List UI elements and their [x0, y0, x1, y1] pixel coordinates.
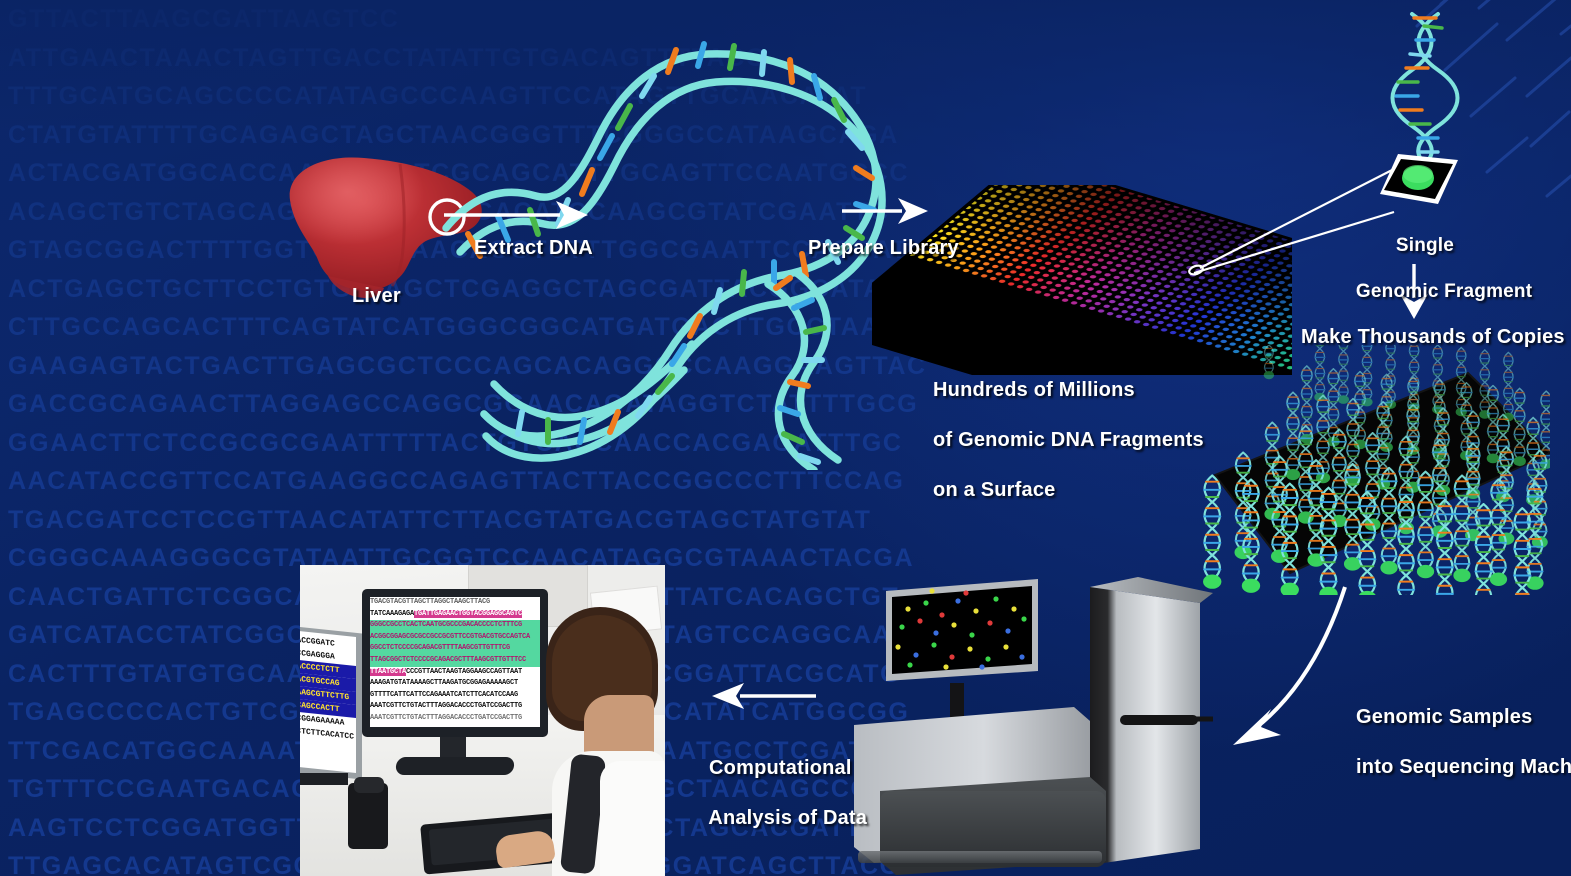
genomic-samples-arrow — [1233, 586, 1347, 745]
label-liver: Liver — [352, 285, 401, 307]
liver-magnifier-circle — [428, 198, 466, 236]
computational-line-1: Computational — [709, 757, 852, 779]
single-fragment-line-1: Single — [1395, 235, 1455, 256]
label-genomic-samples: Genomic Samples into Sequencing Machine — [1333, 680, 1571, 805]
genomic-samples-line-1: Genomic Samples — [1356, 706, 1533, 728]
fragments-line-3: on a Surface — [933, 479, 1056, 501]
label-computational-analysis: Computational Analysis of Data — [686, 731, 867, 856]
label-single-genomic-fragment: Single Genomic Fragment — [1334, 211, 1532, 326]
single-fragment-line-2: Genomic Fragment — [1355, 281, 1533, 302]
prepare-library-arrow — [842, 198, 928, 224]
liver-illustration — [289, 157, 482, 298]
make-copies-arrow — [1400, 264, 1428, 319]
thousands-of-copies-array — [1201, 345, 1550, 595]
fragments-line-2: of Genomic DNA Fragments — [933, 429, 1204, 451]
label-fragments-on-surface: Hundreds of Millions of Genomic DNA Frag… — [910, 353, 1204, 528]
genomic-fragment-array — [872, 185, 1292, 375]
genomic-samples-line-2: into Sequencing Machine — [1356, 756, 1571, 778]
single-genomic-fragment — [1390, 12, 1460, 174]
label-extract-dna: Extract DNA — [474, 237, 593, 259]
dna-strand-fragment — [764, 270, 842, 470]
label-make-thousands-of-copies: Make Thousands of Copies — [1301, 326, 1565, 348]
sequencing-machine — [854, 577, 1213, 875]
extract-dna-arrow — [444, 201, 588, 229]
computational-analysis-arrow — [712, 683, 816, 709]
cluster-image-screen — [895, 588, 1027, 670]
computational-line-2: Analysis of Data — [708, 807, 868, 829]
label-prepare-library: Prepare Library — [808, 237, 959, 259]
single-fragment-tile — [1380, 154, 1458, 204]
fragments-line-1: Hundreds of Millions — [933, 379, 1135, 401]
scientist-photo: TGAACCGGATC GTACCGAGGGA GACACCCCTCTT CTG… — [300, 565, 665, 876]
magnification-callout-lines — [1188, 165, 1401, 276]
